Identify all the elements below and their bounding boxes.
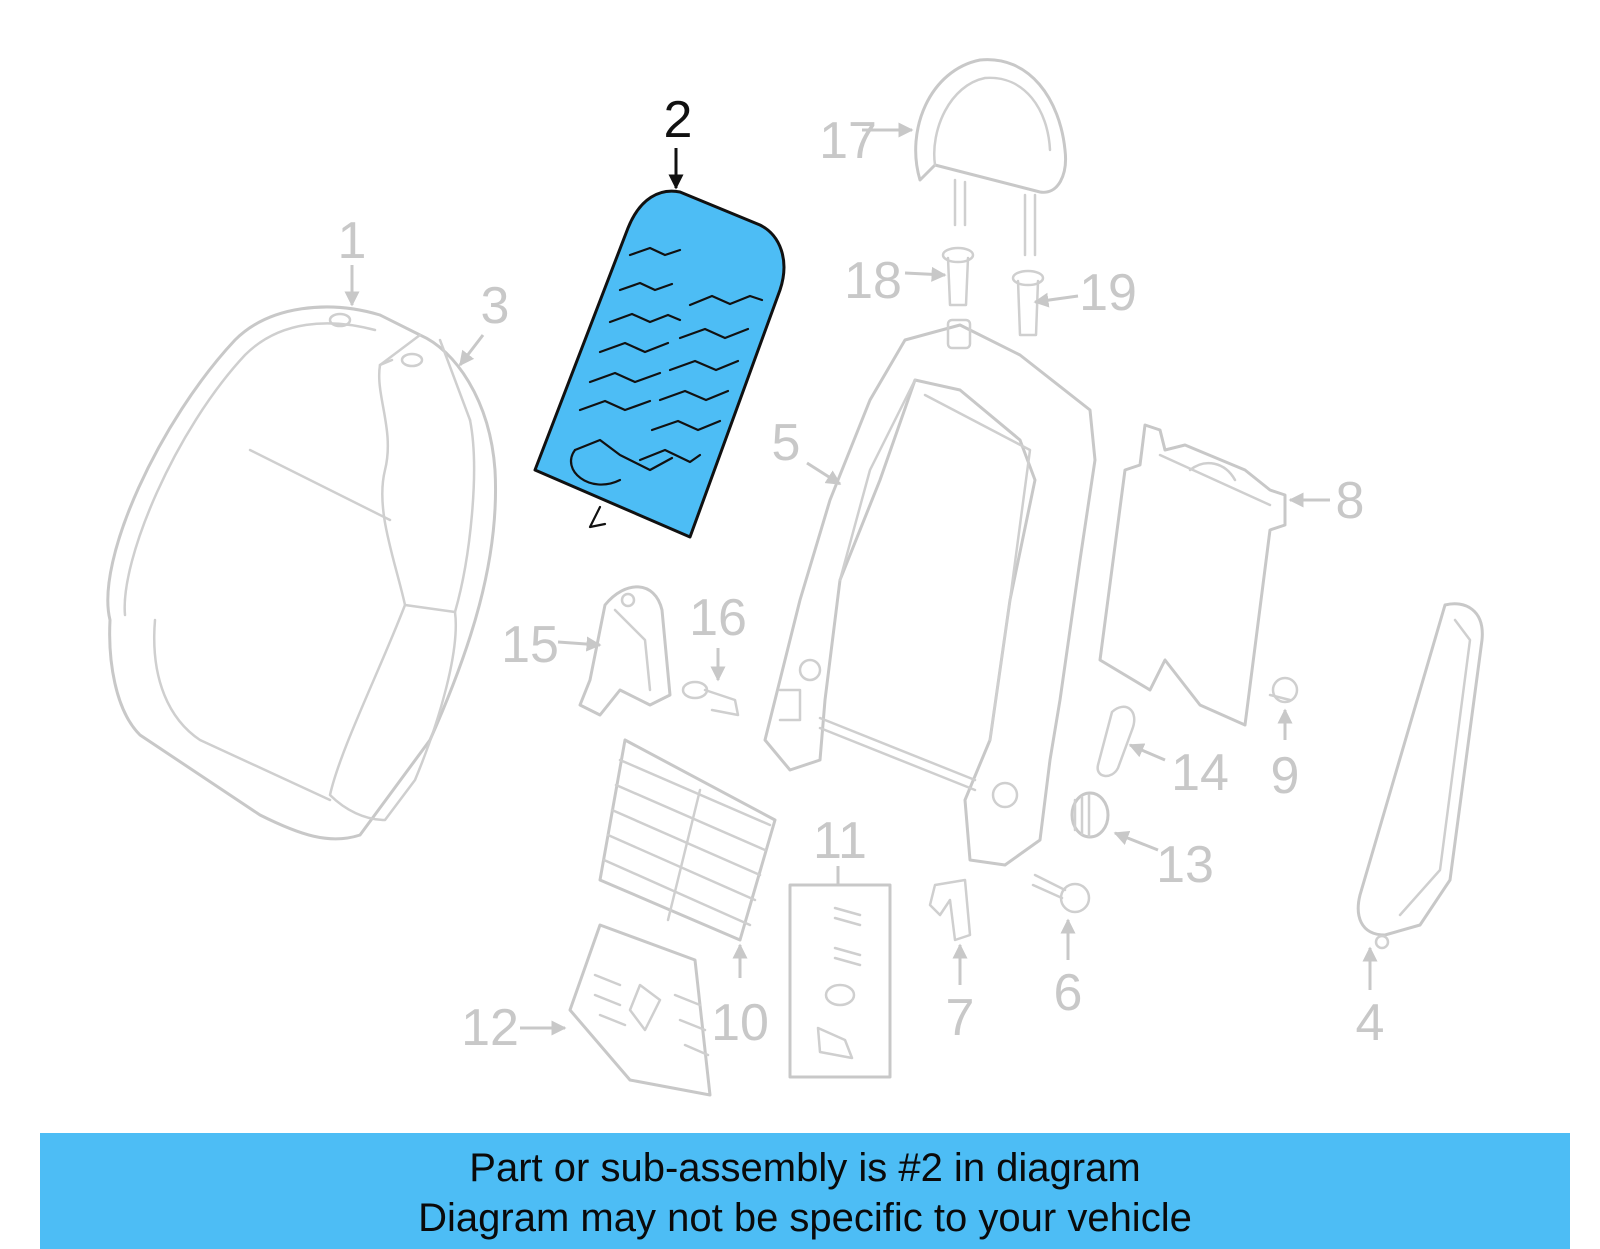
bolt-part-6	[1031, 873, 1091, 914]
hardware-kit-part	[788, 883, 892, 1079]
callout-9: 9	[1271, 747, 1300, 805]
banner-line-disclaimer: Diagram may not be specific to your vehi…	[418, 1196, 1192, 1240]
leader-arrows	[344, 122, 1378, 1036]
headrest-guide-part-19	[1011, 269, 1045, 337]
callout-17: 17	[819, 112, 877, 170]
handle-part-14	[1096, 705, 1136, 778]
callout-13: 13	[1156, 836, 1214, 894]
headrest-part	[914, 58, 1068, 257]
headrest-guide-part-18	[941, 246, 975, 307]
info-banner: Part or sub-assembly is #2 in diagram Di…	[40, 1133, 1570, 1249]
bracket-plate-part	[568, 923, 712, 1097]
banner-line-part-info: Part or sub-assembly is #2 in diagram	[469, 1146, 1141, 1190]
back-panel-part	[1098, 423, 1287, 727]
callout-18: 18	[844, 252, 902, 310]
side-trim-part	[1356, 602, 1484, 950]
callout-4: 4	[1356, 994, 1385, 1052]
callout-19: 19	[1079, 264, 1137, 322]
callout-3: 3	[481, 277, 510, 335]
callout-5: 5	[772, 414, 801, 472]
callout-10: 10	[711, 994, 769, 1052]
callout-labels: 1 2 3 4 5 6 7 8 9 10 11 12 13 14 15 16 1…	[338, 91, 1385, 1057]
callout-8: 8	[1336, 472, 1365, 530]
bolt-part-16	[681, 680, 740, 717]
callout-16: 16	[689, 589, 747, 647]
seat-frame-part	[763, 318, 1097, 867]
callout-12: 12	[461, 999, 519, 1057]
clip-part-9	[1268, 676, 1299, 704]
callout-11: 11	[813, 812, 867, 870]
recliner-cover-part	[578, 585, 672, 717]
callout-6: 6	[1054, 964, 1083, 1022]
clip-part-7	[928, 878, 972, 942]
callout-2: 2	[664, 91, 693, 149]
callout-1: 1	[338, 212, 367, 270]
knob-part-13	[1070, 791, 1110, 839]
seat-back-cover-part	[106, 305, 498, 841]
callout-15: 15	[501, 616, 559, 674]
seat-heater-pad-part	[533, 189, 786, 539]
callout-14: 14	[1171, 744, 1229, 802]
callout-7: 7	[946, 989, 975, 1047]
lumbar-support-part	[598, 738, 777, 942]
